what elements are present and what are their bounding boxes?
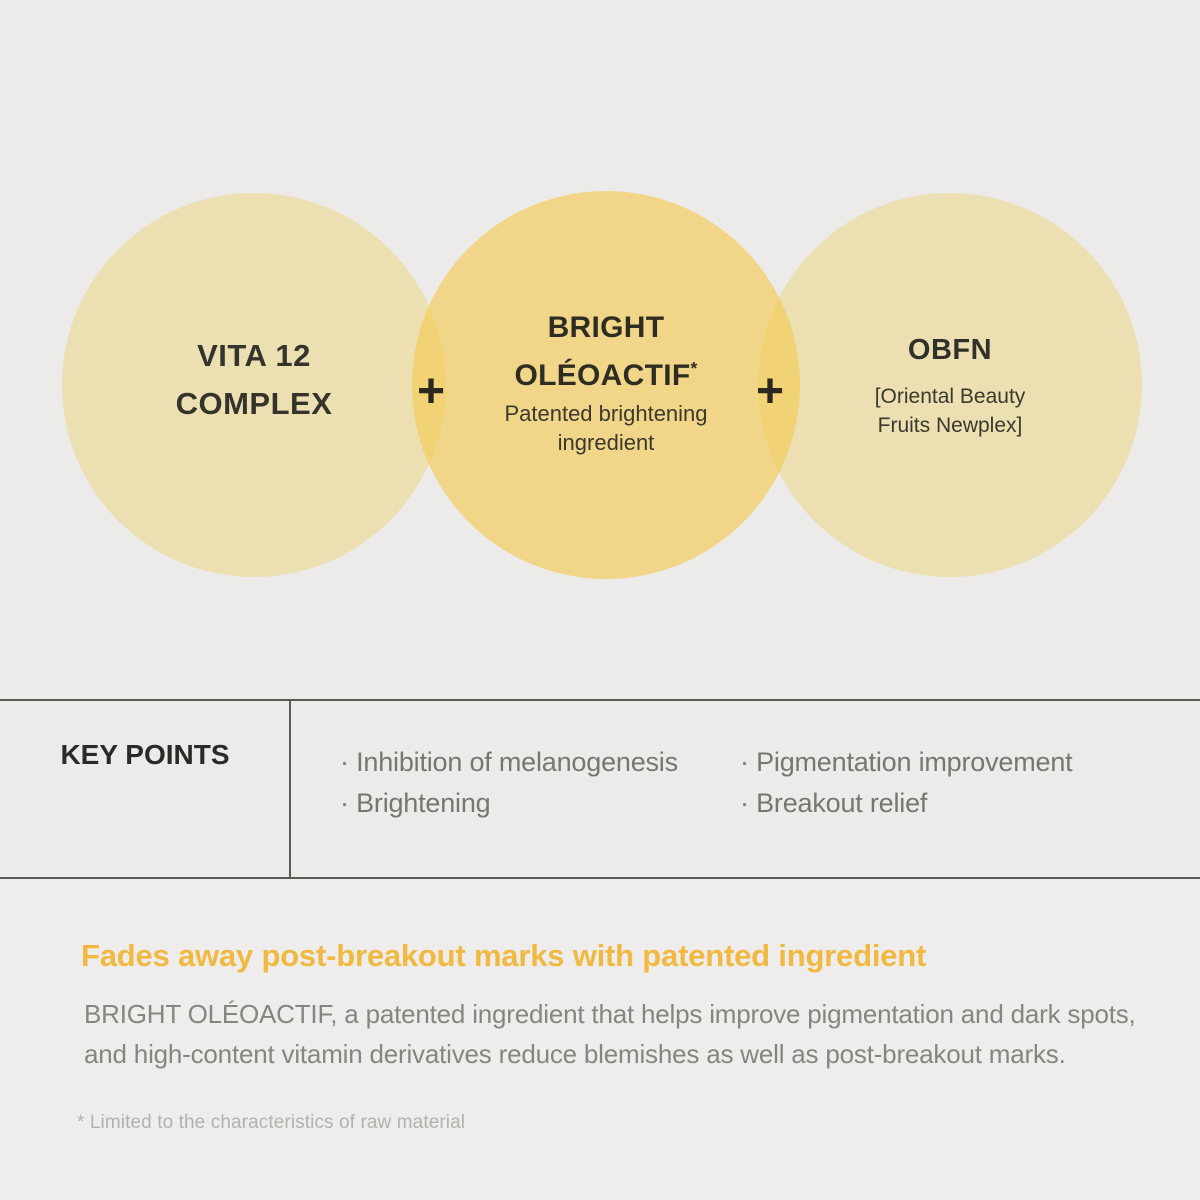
keypoints-heading: KEY POINTS bbox=[60, 739, 230, 770]
key-point-item: · Inhibition of melanogenesis bbox=[340, 747, 678, 777]
obfn-circle bbox=[758, 193, 1142, 577]
asterisk-mark: * bbox=[690, 358, 698, 378]
bright-oleoactif-subtitle: Patented brightening ingredient bbox=[412, 399, 800, 457]
obfn-subtitle-line1: [Oriental Beauty bbox=[874, 385, 1026, 408]
vita12-label-line2: COMPLEX bbox=[175, 386, 333, 421]
vita12-label: VITA 12 COMPLEX bbox=[62, 332, 446, 428]
obfn-subtitle-line2: Fruits Newplex] bbox=[877, 414, 1023, 437]
key-point-item: · Brightening bbox=[340, 788, 491, 818]
bright-subtitle-line2: ingredient bbox=[557, 430, 655, 455]
keypoints-column-2: · Pigmentation improvement · Breakout re… bbox=[740, 742, 1073, 824]
plus-icon-right: + bbox=[755, 365, 785, 418]
benefit-description: BRIGHT OLÉOACTIF, a patented ingredient … bbox=[84, 994, 1154, 1074]
keypoints-divider-line bbox=[289, 699, 291, 879]
footnote-disclaimer: * Limited to the characteristics of raw … bbox=[77, 1112, 466, 1133]
bottom-section-background bbox=[0, 879, 1200, 1200]
keypoints-top-rule bbox=[0, 699, 1200, 701]
bright-label-line2: OLÉOACTIF* bbox=[514, 358, 698, 392]
bright-oleoactif-circle bbox=[412, 191, 800, 579]
vita12-label-line1: VITA 12 bbox=[197, 338, 311, 373]
key-point-item: · Breakout relief bbox=[740, 788, 928, 818]
plus-icon-left: + bbox=[416, 365, 446, 418]
bright-subtitle-line1: Patented brightening bbox=[504, 401, 708, 426]
vita12-circle bbox=[62, 193, 446, 577]
obfn-subtitle: [Oriental Beauty Fruits Newplex] bbox=[758, 382, 1142, 440]
obfn-label: OBFN bbox=[907, 334, 993, 366]
bright-label-line1: BRIGHT bbox=[547, 311, 665, 344]
bright-oleoactif-label: BRIGHT OLÉOACTIF* bbox=[412, 308, 800, 396]
venn-diagram: VITA 12 COMPLEX + BRIGHT OLÉOACTIF* Pate… bbox=[62, 191, 1142, 579]
keypoints-column-1: · Inhibition of melanogenesis · Brighten… bbox=[340, 742, 678, 824]
benefit-description-line1: BRIGHT OLÉOACTIF, a patented ingredient … bbox=[84, 999, 1136, 1029]
key-point-item: · Pigmentation improvement bbox=[740, 747, 1073, 777]
benefit-heading: Fades away post-breakout marks with pate… bbox=[81, 938, 927, 973]
benefit-description-line2: and high-content vitamin derivatives red… bbox=[84, 1039, 1066, 1069]
keypoints-bottom-rule bbox=[0, 877, 1200, 879]
